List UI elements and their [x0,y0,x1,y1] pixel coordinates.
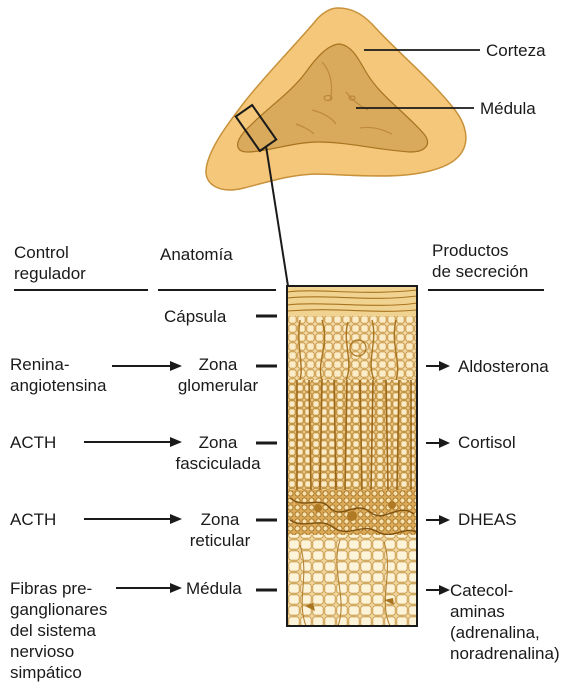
control-row-4: Fibras pre- ganglionares del sistema ner… [10,578,107,683]
control-row-2: ACTH [10,432,56,453]
product-cortisol: Cortisol [458,432,516,453]
product-dheas: DHEAS [458,509,517,530]
anatomy-glomerulosa: Zona glomerular [176,354,260,396]
anatomy-reticularis: Zona reticular [176,509,264,551]
cortex-label: Corteza [486,40,546,61]
header-anatomy: Anatomía [160,244,233,265]
product-catecholamines: Catecol- aminas (adrenalina, noradrenali… [450,580,560,664]
anatomy-capsule: Cápsula [164,306,226,327]
header-control: Control regulador [14,242,86,284]
anatomy-medulla: Médula [186,578,242,599]
control-row-3: ACTH [10,509,56,530]
header-products: Productos de secreción [432,240,528,282]
anatomy-fasciculata: Zona fasciculada [168,432,268,474]
medulla-gland-label: Médula [480,98,536,119]
cortex-tissue-section [287,286,417,626]
control-row-1: Renina- angiotensina [10,354,106,396]
product-aldosterone: Aldosterona [458,356,549,377]
